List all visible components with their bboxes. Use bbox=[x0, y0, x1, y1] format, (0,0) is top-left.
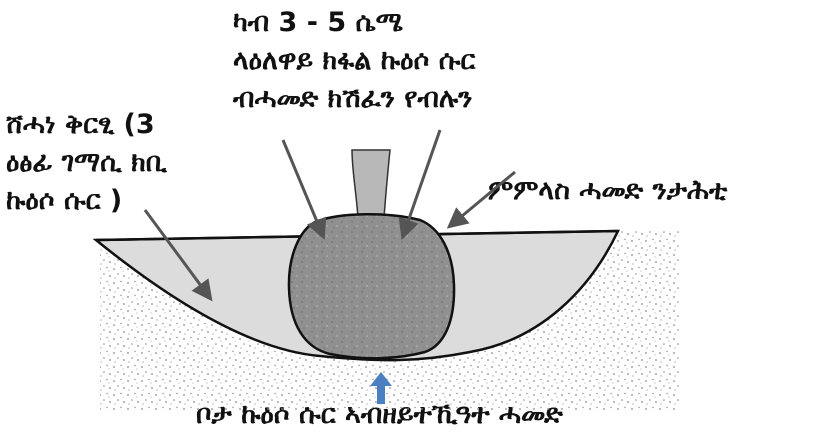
arrow-top-right bbox=[398, 129, 442, 240]
label-basin-shape: ሸሓነ ቅርፂ (3 ዕፅፊ ገማሲ ክቢ ኩዕሶ ሱር ) bbox=[6, 109, 167, 216]
tree-trunk bbox=[351, 149, 391, 219]
surrounding-soil bbox=[100, 230, 680, 410]
arrow-top-left bbox=[281, 139, 327, 240]
undisturbed-soil-marker bbox=[370, 372, 392, 404]
label-root-ball-top: ካብ 3 - 5 ሴሜ ላዕለዋይ ክፋል ኩዕሶ ሱር ብሓመድ ክሽፈን የ… bbox=[233, 7, 476, 114]
root-ball bbox=[287, 212, 456, 360]
arrow-basin bbox=[143, 209, 213, 302]
arrow-backfill bbox=[446, 170, 516, 229]
label-backfill-slope: ምምላስ ሓመድ ንታሕቲ bbox=[488, 175, 728, 206]
